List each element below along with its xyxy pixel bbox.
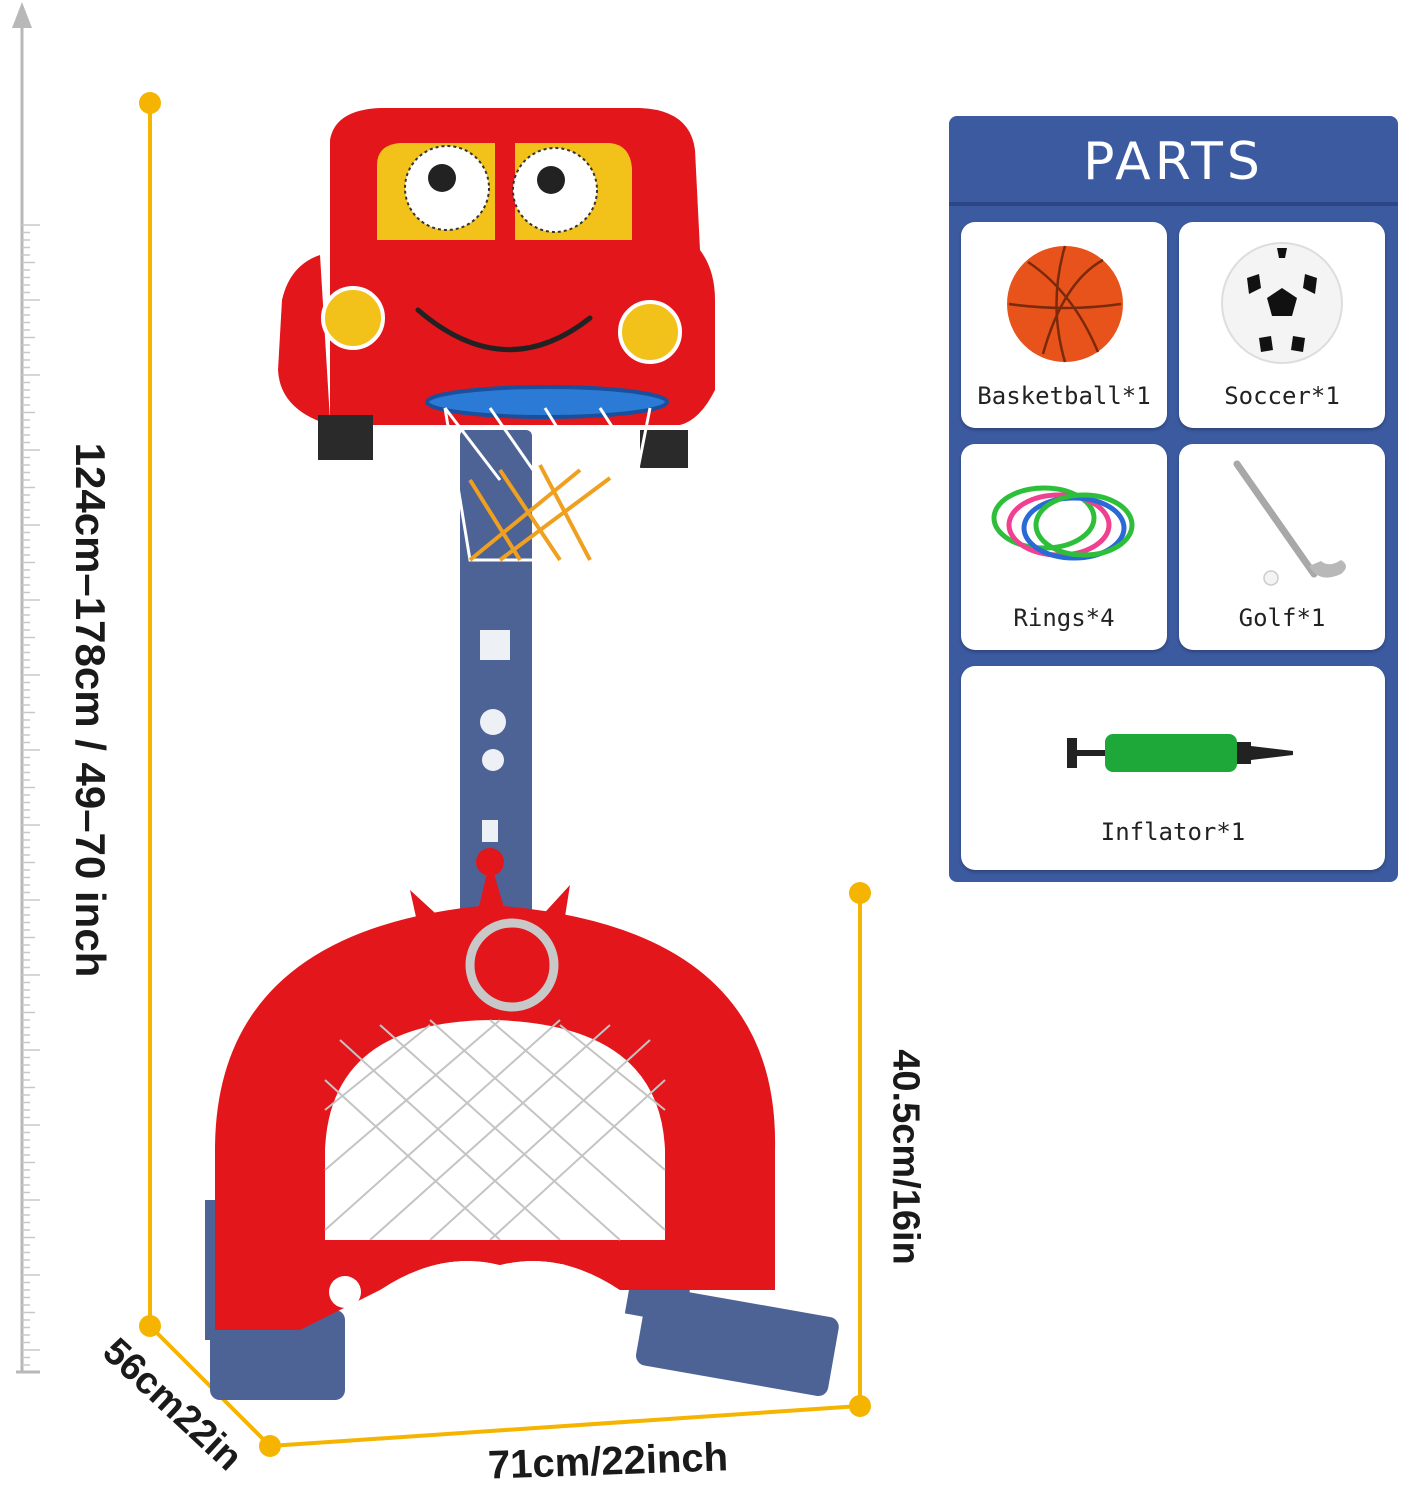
goal-height-label: 40.5cm/16in xyxy=(884,1049,927,1265)
part-card-soccer: Soccer*1 xyxy=(1179,222,1385,428)
part-card-basketball: Basketball*1 xyxy=(961,222,1167,428)
parts-panel: PARTS Basketball*1 Soccer*1 Rings*4 xyxy=(949,116,1398,882)
part-label: Soccer*1 xyxy=(1224,382,1340,410)
part-label: Inflator*1 xyxy=(1100,818,1246,846)
parts-title: PARTS xyxy=(949,116,1398,206)
soccer-ball-icon xyxy=(1221,242,1343,364)
width-label: 71cm/22inch xyxy=(487,1435,729,1488)
height-ruler xyxy=(12,2,40,1374)
part-label: Golf*1 xyxy=(1238,604,1326,632)
part-card-golf: Golf*1 xyxy=(1179,444,1385,650)
part-card-rings: Rings*4 xyxy=(961,444,1167,650)
height-range-label: 124cm–178cm / 49–70 inch xyxy=(67,442,114,978)
basketball-soccer-stand-illustration xyxy=(205,108,839,1400)
rings-icon xyxy=(991,485,1135,561)
right-foot xyxy=(636,1286,839,1397)
basketball-icon xyxy=(1007,245,1123,363)
part-label: Rings*4 xyxy=(1013,604,1115,632)
car-backboard xyxy=(278,108,715,425)
part-label: Basketball*1 xyxy=(977,382,1151,410)
hoop-rim xyxy=(425,385,669,419)
hanging-ring xyxy=(465,918,559,1012)
golf-club-icon xyxy=(1233,460,1346,586)
part-card-inflator: Inflator*1 xyxy=(961,666,1385,870)
inflator-pump-icon xyxy=(1067,734,1293,772)
